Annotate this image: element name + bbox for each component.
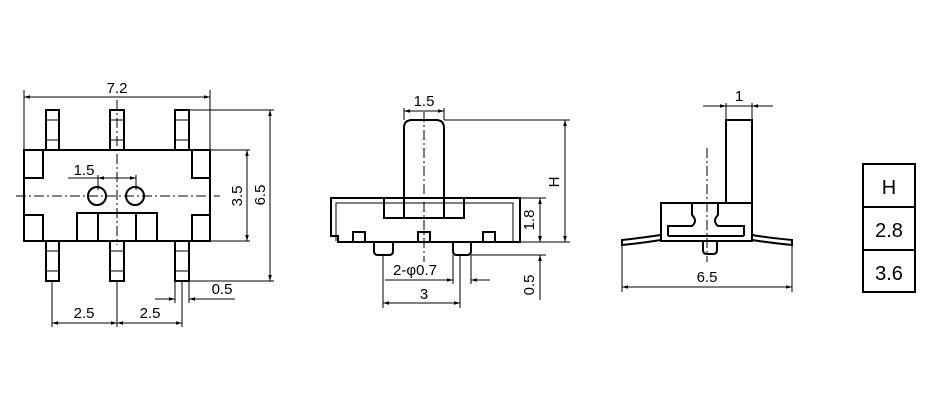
top-view: 7.2 6.5 3.5 1.5 2.5 2.5 0.5 bbox=[16, 80, 274, 327]
dim-width: 7.2 bbox=[107, 80, 128, 97]
front-view: 1.5 H 1.8 0.5 2-φ0.7 3 bbox=[330, 93, 570, 308]
dim-body-height: 1.8 bbox=[521, 210, 538, 231]
dim-pin-pitch-left: 2.5 bbox=[74, 305, 95, 322]
dim-hole-pitch: 1.5 bbox=[74, 162, 95, 179]
dim-total-height: 6.5 bbox=[252, 185, 269, 206]
bottom-pins bbox=[45, 240, 190, 282]
dim-stem-thickness: 1 bbox=[735, 88, 743, 105]
dim-peg-pitch: 3 bbox=[420, 286, 428, 303]
dim-body-height: 3.5 bbox=[229, 186, 246, 207]
table-value: 2.8 bbox=[875, 220, 903, 242]
dim-height-label: H bbox=[546, 177, 563, 188]
table-header: H bbox=[882, 177, 896, 199]
table-value: 3.6 bbox=[875, 263, 903, 285]
dim-peg-height: 0.5 bbox=[521, 275, 538, 296]
height-table: H 2.8 3.6 bbox=[862, 163, 916, 293]
side-view: 1 6.5 bbox=[621, 88, 793, 292]
dim-pin-pitch-right: 2.5 bbox=[140, 305, 161, 322]
dim-pin-width: 0.5 bbox=[212, 281, 233, 298]
dim-lead-span: 6.5 bbox=[697, 269, 718, 286]
dim-stem-width: 1.5 bbox=[414, 93, 435, 110]
dim-peg-diameter: 2-φ0.7 bbox=[393, 262, 437, 279]
